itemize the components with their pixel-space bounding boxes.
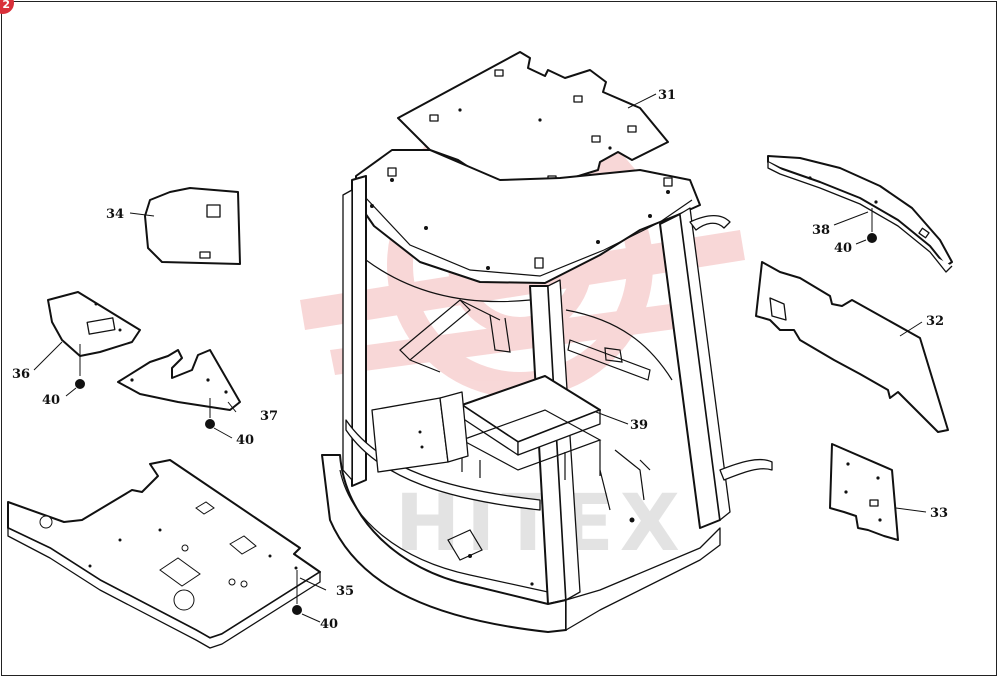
callout-33: 33 <box>930 506 948 521</box>
part-35-floor-plate[interactable] <box>7 459 321 649</box>
watermark-text: HITEX <box>395 479 686 569</box>
part-37-plate[interactable] <box>117 349 241 429</box>
callout-31: 31 <box>658 88 676 103</box>
callout-32: 32 <box>926 314 944 329</box>
callout-39: 39 <box>630 418 648 433</box>
page-badge: 2 <box>0 0 14 14</box>
part-32-panel[interactable] <box>755 261 949 433</box>
callout-38: 38 <box>812 223 830 238</box>
leader-lines <box>33 93 927 623</box>
part-33-plate[interactable] <box>829 443 899 541</box>
callout-40-b: 40 <box>236 433 254 448</box>
cab-frame <box>321 149 773 633</box>
callout-35: 35 <box>336 584 354 599</box>
part-36-plate[interactable] <box>47 291 141 389</box>
callout-40-c: 40 <box>320 617 338 632</box>
callout-40-d: 40 <box>834 241 852 256</box>
part-34-panel[interactable] <box>144 187 241 265</box>
callout-37: 37 <box>260 409 278 424</box>
callout-labels: 31 32 33 34 35 36 37 38 39 40 40 40 40 <box>12 88 948 632</box>
part-38-trim[interactable] <box>767 155 953 273</box>
callout-40-a: 40 <box>42 393 60 408</box>
callout-36: 36 <box>12 367 30 382</box>
callout-34: 34 <box>106 207 124 222</box>
